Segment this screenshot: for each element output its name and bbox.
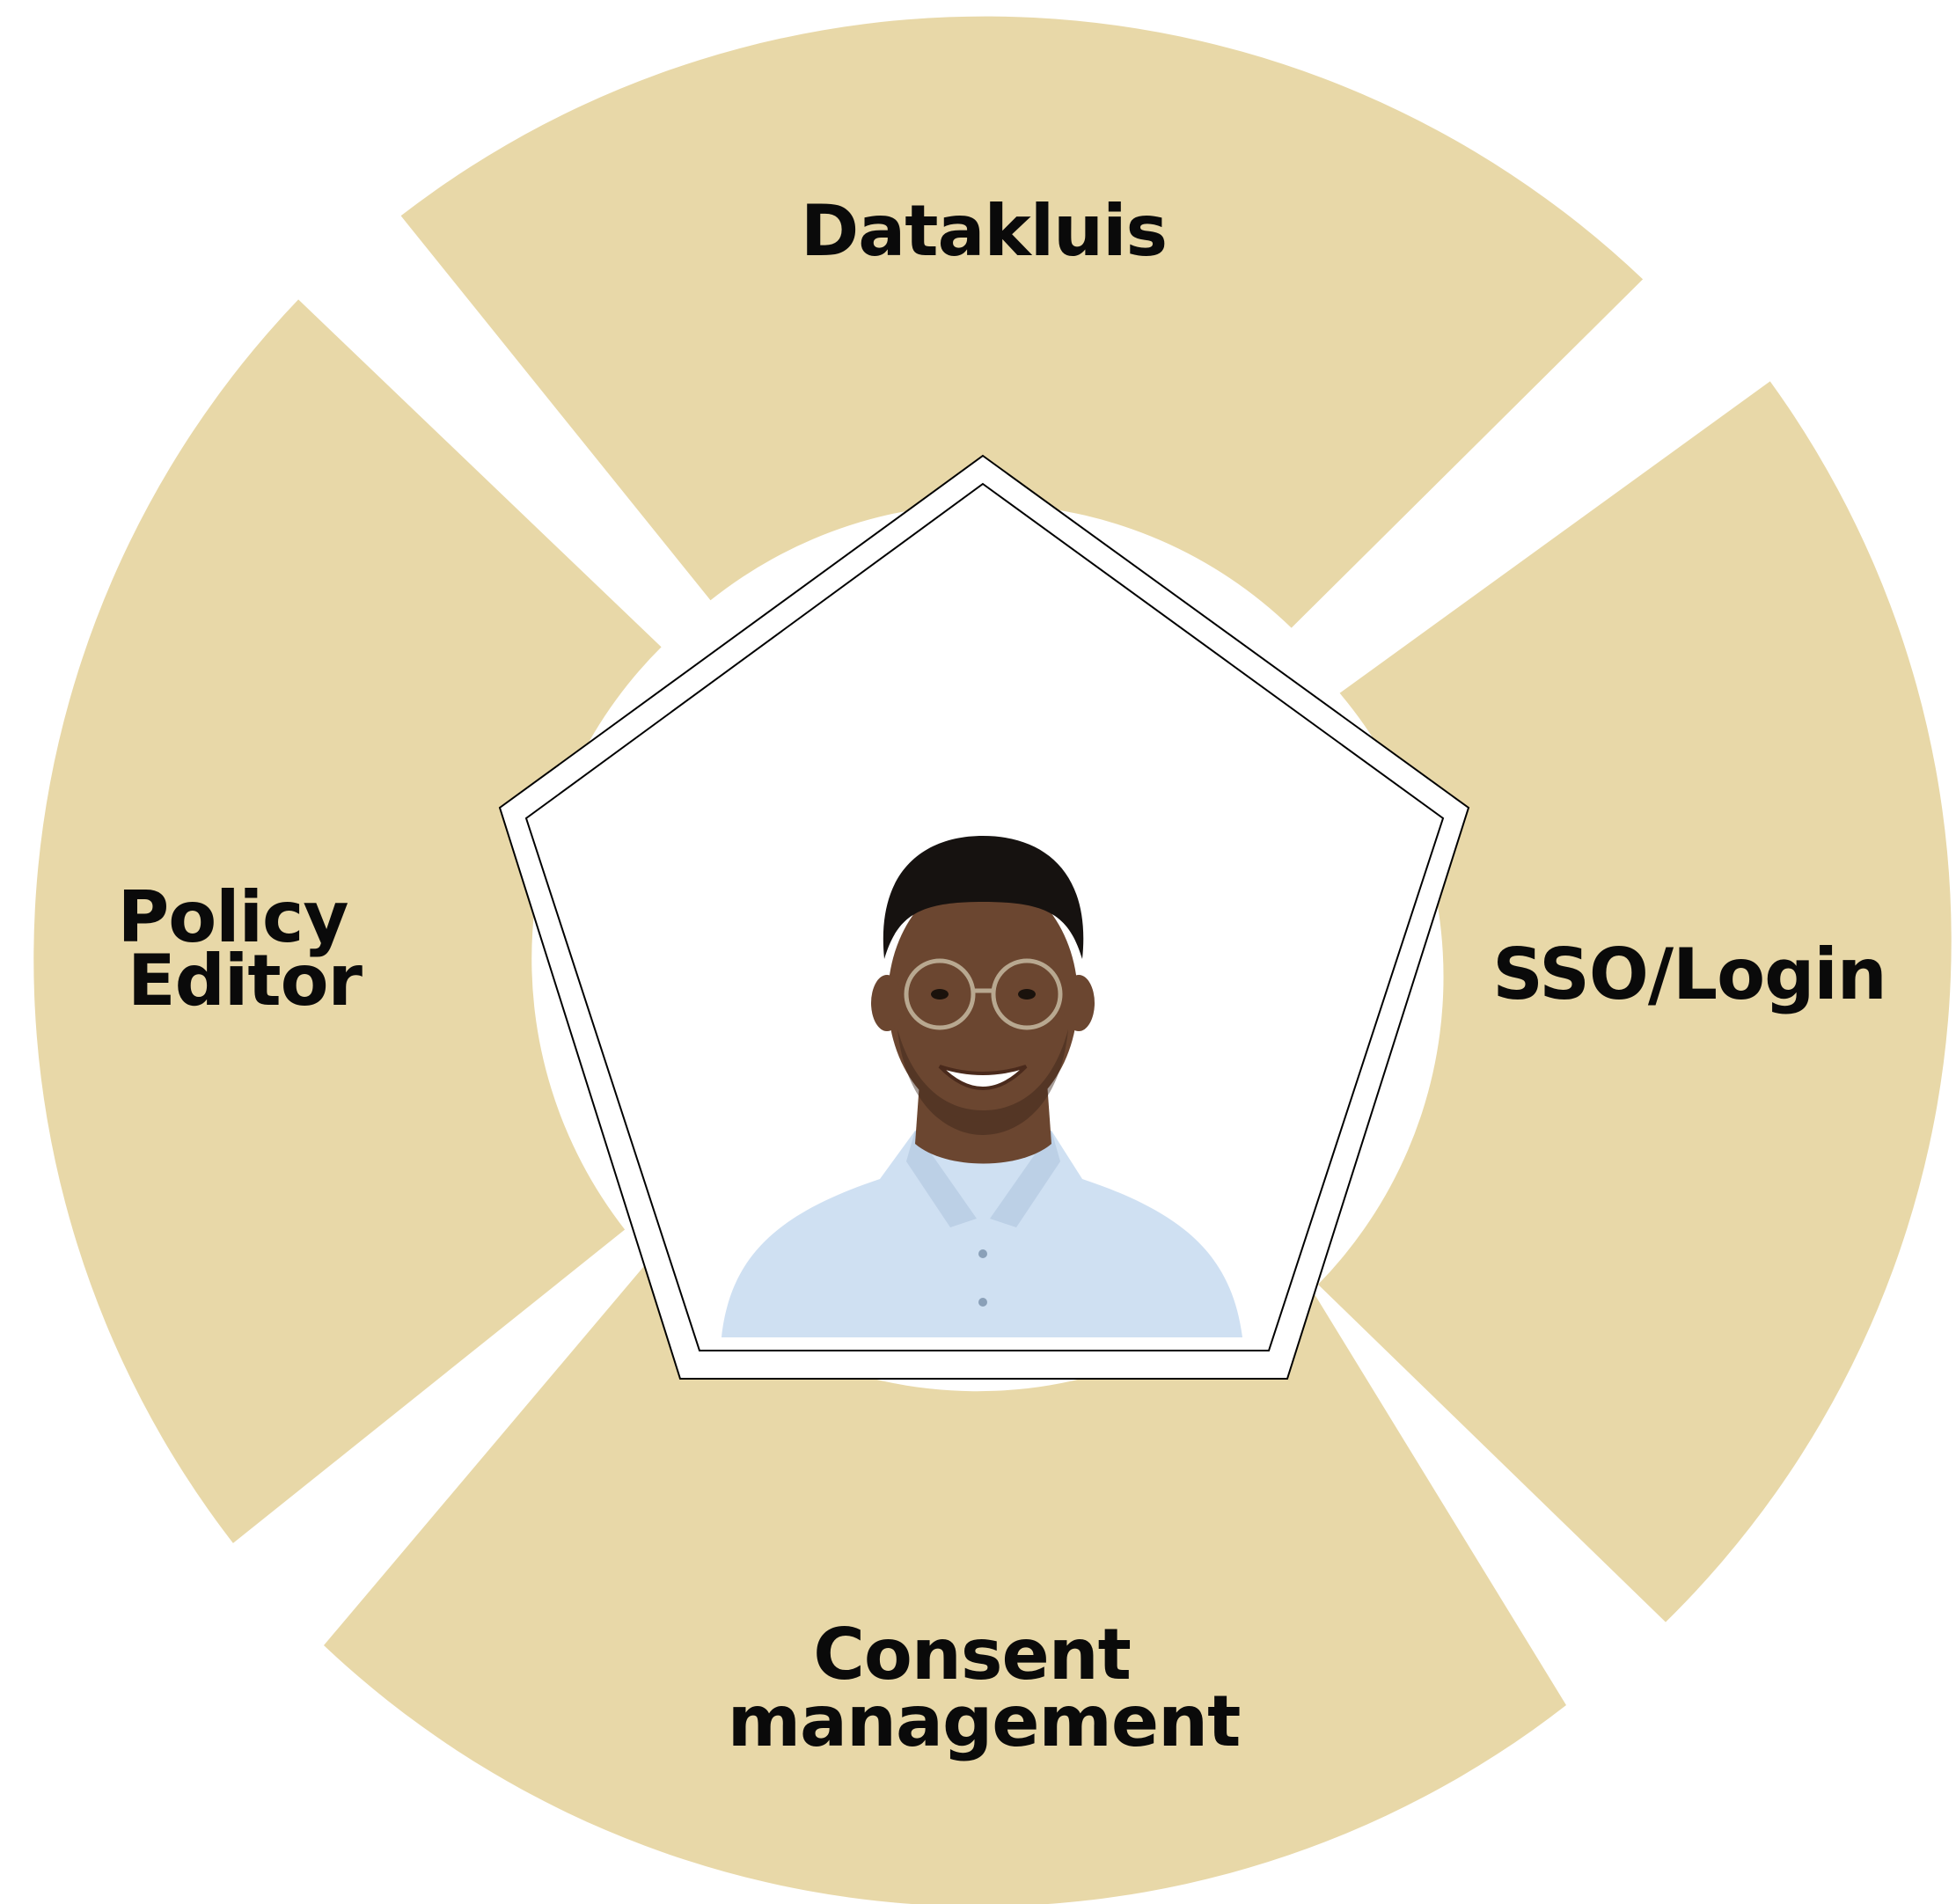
segment-policy-editor-shape <box>33 299 662 1543</box>
hair <box>883 836 1084 959</box>
segment-policy-editor-label: Policy Editor <box>118 876 372 1022</box>
right-ear <box>1063 975 1095 1031</box>
left-ear <box>871 975 903 1031</box>
shirt-button <box>978 1249 987 1258</box>
segment-policy-editor[interactable]: Policy Editor <box>33 299 662 1543</box>
glasses-right-lens <box>991 958 1063 1030</box>
person-portrait <box>722 836 1242 1337</box>
segment-consent-management-shape <box>324 1251 1566 1904</box>
segment-sso-login[interactable]: SSO/Login <box>1318 381 1952 1622</box>
left-eye <box>931 989 949 1000</box>
segment-datakluis-label: Datakluis <box>801 190 1167 272</box>
smile <box>938 1065 1028 1090</box>
segment-sso-login-label: SSO/Login <box>1492 934 1886 1015</box>
right-eye <box>1018 989 1036 1000</box>
segment-consent-management[interactable]: Consent management <box>324 1251 1566 1904</box>
segment-datakluis[interactable]: Datakluis <box>400 16 1644 628</box>
shirt-collar <box>906 1131 1060 1227</box>
segment-datakluis-shape <box>400 16 1644 628</box>
shirt-button <box>978 1298 987 1307</box>
segment-consent-management-label: Consent management <box>728 1614 1241 1762</box>
face <box>888 875 1078 1122</box>
beard <box>897 1029 1068 1135</box>
glasses-left-lens <box>904 958 976 1030</box>
segment-sso-login-shape <box>1318 381 1952 1622</box>
shirt <box>722 1131 1242 1337</box>
